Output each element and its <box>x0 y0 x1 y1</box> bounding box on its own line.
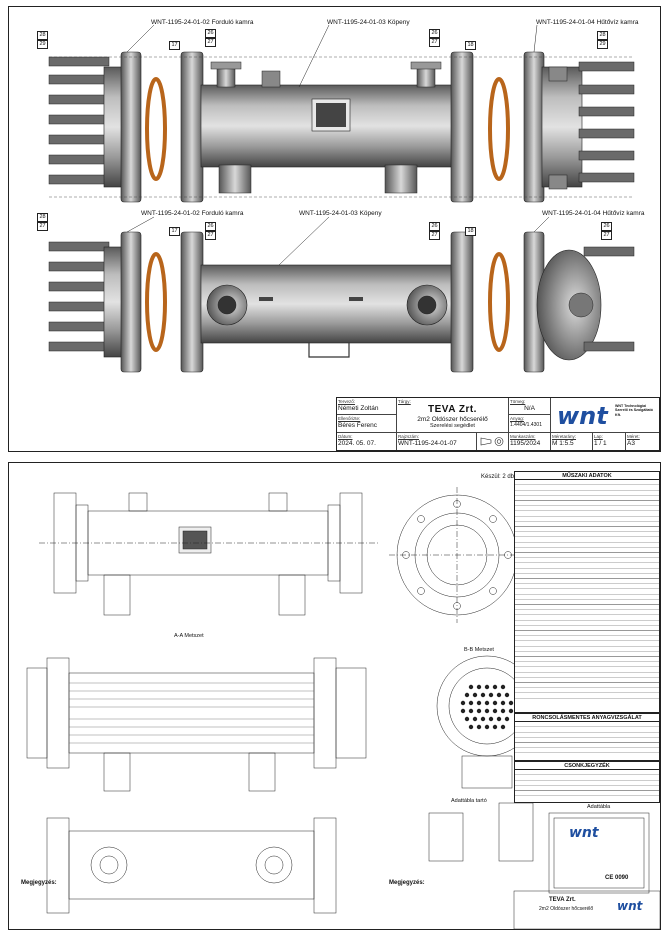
item-bubble: 28 <box>37 213 48 222</box>
item-bubble: 27 <box>205 38 216 47</box>
material-caption: Anyag: <box>510 416 525 421</box>
callout-shell: WNT-1195-24-01-03 Köpeny <box>327 19 410 26</box>
item-bubble: 26 <box>205 29 216 38</box>
drawing-subject: 2m2 Oldószer hőcserélő <box>417 416 488 423</box>
nozzle-rows <box>515 770 659 800</box>
drawing-no-caption: Rajzszám: <box>398 434 420 439</box>
notes-title: Megjegyzés: <box>389 880 425 886</box>
ndt-rows <box>515 722 659 758</box>
nameplate-holder-label: Adattábla tartó <box>451 798 487 804</box>
item-bubble: 26 <box>429 29 440 38</box>
company-name-small: TEVA Zrt. <box>549 897 576 903</box>
callout-turning-chamber: WNT-1195-24-01-02 Forduló kamra <box>141 210 244 217</box>
date-value: 2024. 05. 07. <box>338 440 376 447</box>
material-value: 1.4404/1.4301 <box>510 422 542 428</box>
item-bubble: 26 <box>205 222 216 231</box>
size-value: A3 <box>627 440 635 447</box>
subject-caption: Tárgy: <box>398 399 411 404</box>
scale-caption: Méretarány: <box>552 434 577 439</box>
item-bubble: 27 <box>601 231 612 240</box>
drawing-subtitle: Szerelési segédlet <box>430 423 475 429</box>
exploded-view-bottom <box>48 216 635 373</box>
item-bubble: 27 <box>429 38 440 47</box>
ndt-title: RONCSOLÁSMENTES ANYAGVIZSGÁLAT <box>515 714 659 722</box>
callout-cooling-chamber: WNT-1195-24-01-04 Hűtővíz kamra <box>542 210 645 217</box>
drawing-number: WNT-1195-24-01-07 <box>398 440 457 447</box>
assembly-sheet: WNT-1195-24-01-02 Forduló kamra WNT-1195… <box>8 6 661 452</box>
nameplate-label: Adattábla <box>587 804 611 810</box>
projection-symbol-icon <box>477 433 509 450</box>
company-logo: wnt <box>557 402 608 430</box>
sheet-value: 1 / 1 <box>594 440 607 447</box>
nameplate-logo: wnt <box>569 825 599 841</box>
item-bubble: 28 <box>37 31 48 40</box>
job-no-caption: Munkaszám: <box>510 434 536 439</box>
manufacturing-drawing <box>26 487 660 929</box>
item-bubble: 29 <box>37 40 48 49</box>
title-block: Tervező: Németi Zoltán Ellenőrizte: Bére… <box>336 397 660 451</box>
mass-value: N/A <box>524 405 535 412</box>
checker-caption: Ellenőrizte: <box>338 416 361 421</box>
callout-cooling-chamber: WNT-1195-24-01-04 Hűtővíz kamra <box>536 19 639 26</box>
sheet-caption: Lap: <box>594 434 603 439</box>
mass-caption: Tömeg: <box>510 399 526 404</box>
technical-data-rows <box>515 480 659 700</box>
item-bubble: 17 <box>169 41 180 50</box>
callout-shell: WNT-1195-24-01-03 Köpeny <box>299 210 382 217</box>
drawing-subject-small: 2m2 Oldószer hőcserélő <box>539 906 594 912</box>
designer-name: Németi Zoltán <box>338 405 379 412</box>
exploded-view-top <box>48 24 635 203</box>
item-bubble: 26 <box>601 222 612 231</box>
firm-name: WNT Technológiai Szerelő és Szolgáltató … <box>615 404 653 417</box>
scale-value: M 1:5.5 <box>552 440 574 447</box>
item-bubble: 27 <box>37 222 48 231</box>
notes-title-left: Megjegyzés: <box>21 880 57 886</box>
item-bubble: 17 <box>169 227 180 236</box>
company-logo-small: wnt <box>617 899 643 913</box>
section-aa-label: A-A Metszet <box>174 633 204 639</box>
job-number: 1195/2024 <box>510 440 541 447</box>
callout-turning-chamber: WNT-1195-24-01-02 Forduló kamra <box>151 19 254 26</box>
technical-data-table: MŰSZAKI ADATOK <box>514 471 660 713</box>
company-name: TEVA Zrt. <box>428 404 477 415</box>
date-caption: Dátum: <box>338 434 353 439</box>
technical-data-title: MŰSZAKI ADATOK <box>515 472 659 480</box>
manufacturing-sheet: Készül: 2 db A-A Metszet B-B Metszet Ada… <box>8 462 661 930</box>
nozzle-table: CSONKJEGYZÉK <box>514 761 660 803</box>
item-bubble: 29 <box>597 40 608 49</box>
item-bubble: 18 <box>465 227 476 236</box>
quantity-label: Készül: 2 db <box>481 474 515 480</box>
designer-caption: Tervező: <box>338 399 356 404</box>
item-bubble: 28 <box>597 31 608 40</box>
item-bubble: 26 <box>429 222 440 231</box>
ce-mark: CE 0090 <box>605 875 629 881</box>
item-bubble: 18 <box>465 41 476 50</box>
assembly-drawing <box>48 24 635 373</box>
item-bubble: 27 <box>205 231 216 240</box>
nozzle-title: CSONKJEGYZÉK <box>515 762 659 770</box>
checker-name: Béres Ferenc <box>338 422 378 429</box>
section-bb-label: B-B Metszet <box>464 647 494 653</box>
item-bubble: 27 <box>429 231 440 240</box>
ndt-table: RONCSOLÁSMENTES ANYAGVIZSGÁLAT <box>514 713 660 761</box>
size-caption: Méret: <box>627 434 640 439</box>
